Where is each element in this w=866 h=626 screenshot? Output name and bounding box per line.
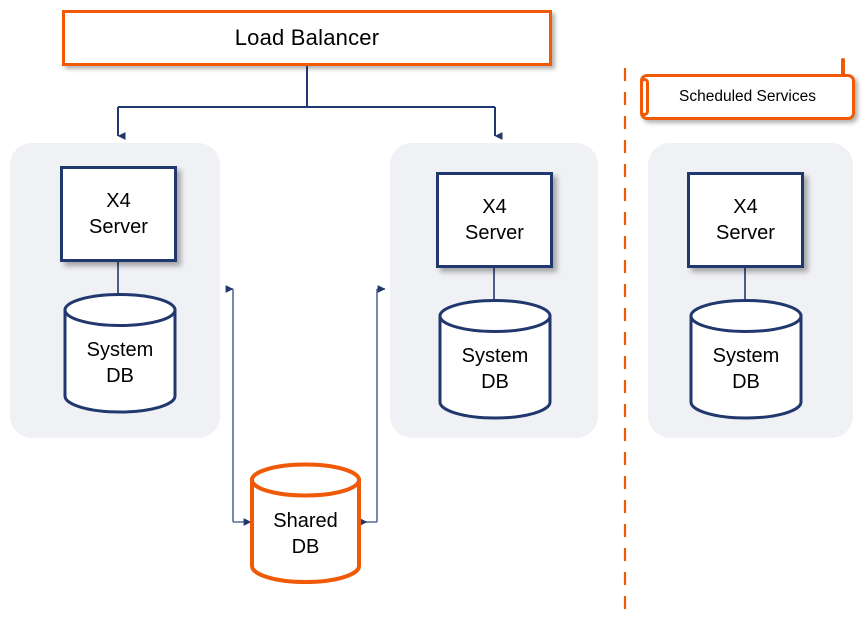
group-1-system-db[interactable]: System DB (62, 293, 178, 414)
group-2-server-label-line1: X4 (482, 196, 507, 218)
group-2-system-db[interactable]: System DB (437, 299, 553, 420)
group-3-server-label-line1: X4 (733, 196, 758, 218)
group-1-server-box[interactable]: X4 Server (60, 166, 177, 262)
edge-group1-shared-db (225, 285, 252, 526)
group-2-server-box[interactable]: X4 Server (436, 172, 553, 268)
scheduled-services-left-bracket (640, 78, 649, 116)
edge-group2-shared-db (359, 285, 386, 526)
edge-lb-fork (117, 66, 503, 140)
scheduled-services-note[interactable]: Scheduled Services (640, 74, 855, 120)
group-3-server-label-line2: Server (716, 222, 775, 244)
group-3-server-box[interactable]: X4 Server (687, 172, 804, 268)
group-1-server-label-line1: X4 (106, 190, 131, 212)
load-balancer-box[interactable]: Load Balancer (62, 10, 552, 66)
group-1-server-label-line2: Server (89, 216, 148, 238)
group-2-server-label-line2: Server (465, 222, 524, 244)
shared-db[interactable]: Shared DB (249, 462, 362, 584)
group-3-system-db[interactable]: System DB (688, 299, 804, 420)
scheduled-services-stem (841, 58, 845, 78)
load-balancer-label: Load Balancer (234, 25, 380, 50)
scheduled-services-label: Scheduled Services (679, 88, 816, 105)
